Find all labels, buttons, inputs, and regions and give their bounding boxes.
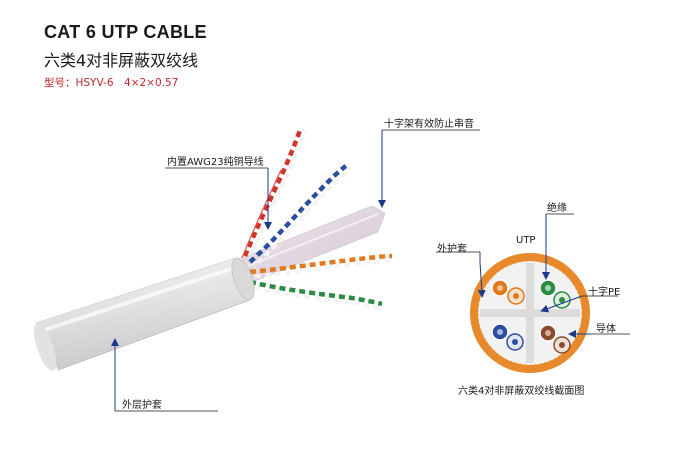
twisted-pairs-illustration (241, 129, 393, 311)
cable-leaders (111, 129, 480, 412)
cross-section-caption: 六类4对非屏蔽双绞线截面图 (458, 386, 585, 397)
page-title: CAT 6 UTP CABLE (44, 22, 207, 42)
label-cross-pe: 十字PE (588, 287, 621, 298)
label-utp: UTP (516, 235, 536, 246)
label-cross-separator: 十字架有效防止串音 (384, 119, 474, 130)
label-sheath: 外护套 (437, 244, 467, 255)
cross-section-leaders (436, 213, 630, 338)
cross-section-illustration (470, 253, 590, 373)
cable-jacket-illustration (33, 257, 255, 371)
model-number: 型号：HSYV-6 4×2×0.57 (44, 77, 179, 89)
label-conductor: 内置AWG23纯铜导线 (167, 157, 264, 168)
label-conductor-short: 导体 (596, 324, 616, 335)
label-outer-jacket: 外层护套 (122, 400, 162, 411)
page-subtitle: 六类4对非屏蔽双绞线 (44, 51, 199, 70)
label-insulation: 绝缘 (547, 203, 567, 214)
